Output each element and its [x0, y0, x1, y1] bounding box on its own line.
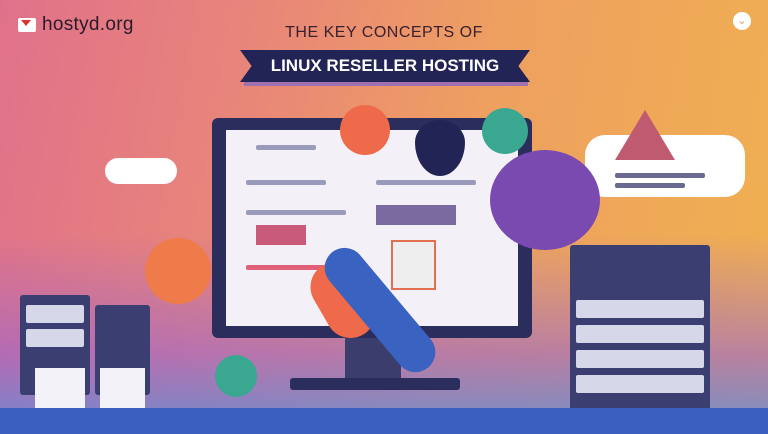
brand-logo[interactable]: hostyd.org — [18, 14, 134, 36]
box — [35, 368, 85, 408]
lock-icon — [340, 105, 390, 155]
monitor-base — [290, 378, 460, 390]
page-title: LINUX RESELLER HOSTING — [240, 50, 530, 82]
cloud-icon — [105, 158, 177, 184]
chevron-down-icon[interactable]: ⌄ — [733, 12, 751, 30]
gear-icon — [415, 120, 465, 176]
envelope-logo-icon — [18, 18, 36, 32]
mountain-graphic — [615, 110, 675, 160]
brand-name: hostyd.org — [42, 14, 134, 35]
face-icon — [215, 355, 257, 397]
ribbon-shadow — [244, 78, 528, 86]
floor — [0, 408, 768, 434]
server-rack-right — [570, 245, 710, 410]
network-icon — [490, 150, 600, 250]
user-icon — [482, 108, 528, 154]
server-panel-icon — [145, 238, 211, 304]
box — [100, 368, 145, 408]
subtitle: THE KEY CONCEPTS OF — [285, 24, 483, 41]
